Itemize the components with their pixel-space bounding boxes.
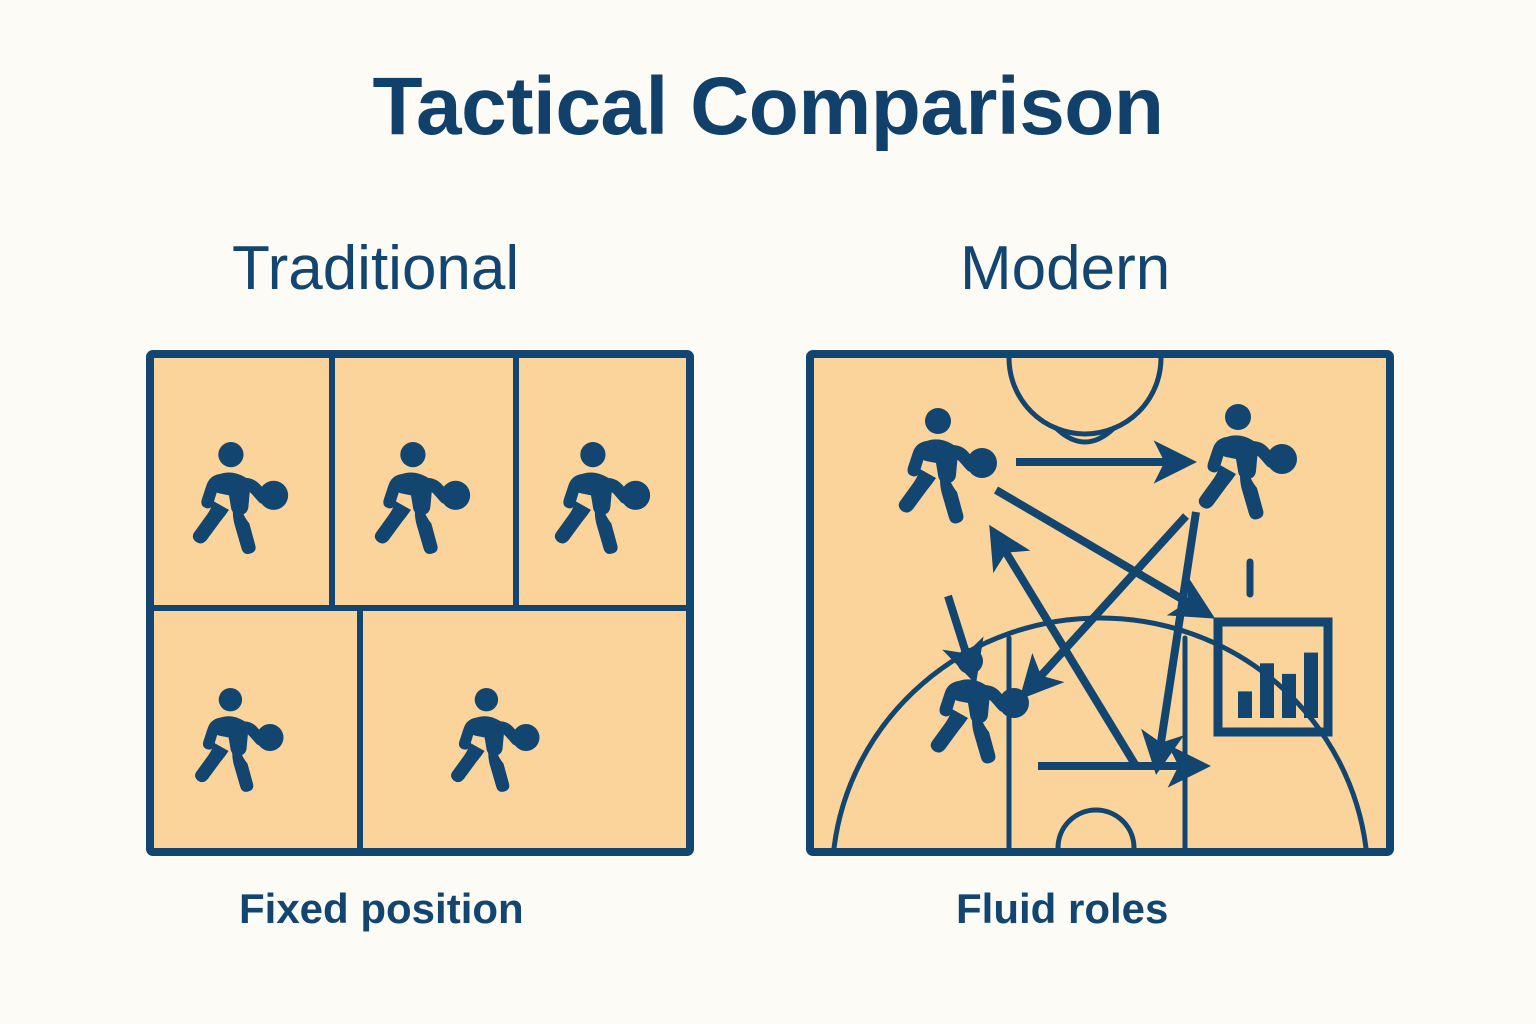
analytics-bar-2: [1260, 663, 1274, 718]
modern-diagram: [806, 350, 1394, 856]
traditional-court-frame: [146, 350, 694, 856]
analytics-chart-box[interactable]: [1213, 617, 1333, 737]
analytics-box-outline: [1213, 617, 1333, 737]
center-inner-arc: [1053, 425, 1117, 445]
panel-heading-traditional: Traditional: [232, 234, 520, 303]
zone-dividers: [154, 358, 686, 848]
three-point-arc: [831, 615, 1369, 848]
analytics-bars: [1238, 652, 1318, 718]
page-title: Tactical Comparison: [372, 61, 1164, 152]
analytics-bar-3: [1282, 673, 1296, 718]
arrow-player1-to-right-wing: [993, 486, 1216, 619]
panel-heading-modern: Modern: [960, 234, 1171, 303]
panel-caption-modern: Fluid roles: [956, 885, 1169, 932]
traditional-diagram: [146, 350, 694, 856]
arrow-player2-to-paint: [1019, 513, 1189, 700]
arrow-player2-to-low-post: [1141, 511, 1200, 775]
modern-court-frame: [806, 350, 1394, 856]
analytics-bar-1: [1238, 691, 1252, 718]
analytics-bar-4: [1304, 652, 1318, 718]
center-circle-arc: [1006, 358, 1164, 437]
restricted-area-arc: [1055, 807, 1137, 848]
panel-caption-traditional: Fixed position: [239, 885, 524, 932]
movement-arrows: [942, 440, 1216, 788]
